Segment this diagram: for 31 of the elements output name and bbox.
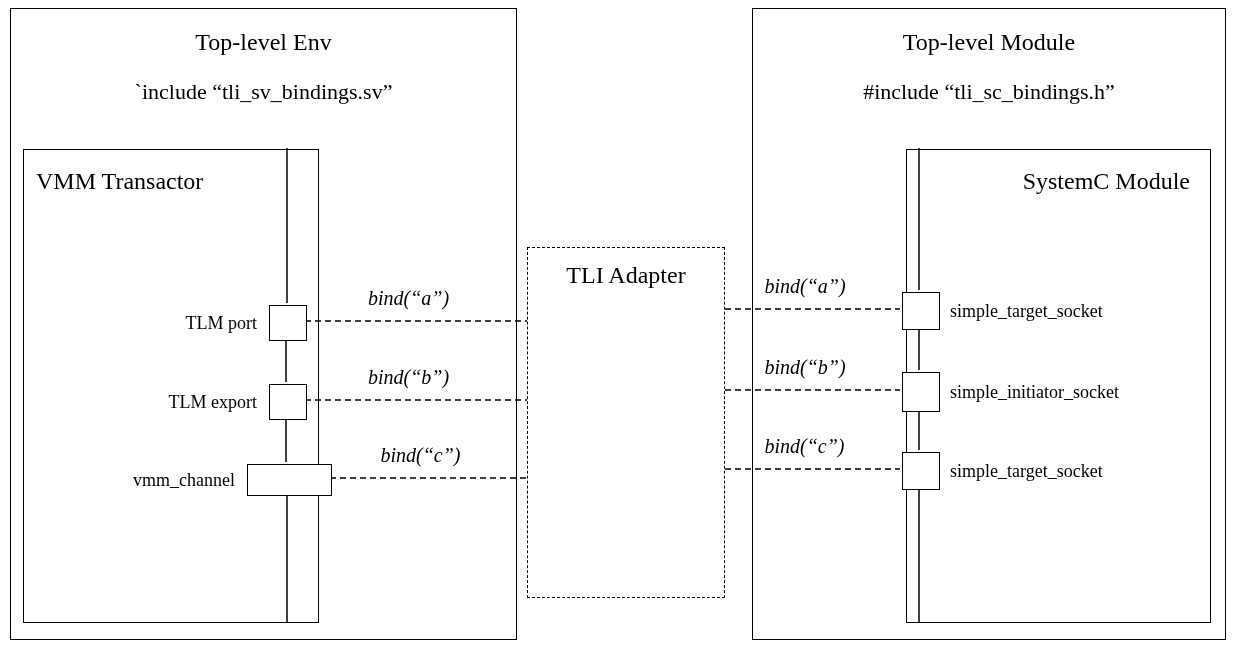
include-directive: `include “tli_sv_bindings.sv” bbox=[134, 79, 393, 105]
box-title: SystemC Module bbox=[1022, 168, 1190, 195]
binding-line bbox=[724, 389, 901, 391]
edge-label: bind(“b”) bbox=[762, 356, 848, 378]
box-title: Top-level Module bbox=[902, 29, 1076, 56]
edge-label: bind(“a”) bbox=[762, 275, 848, 297]
binding-line bbox=[724, 468, 901, 470]
port-label: simple_initiator_socket bbox=[950, 381, 1119, 403]
port-box bbox=[902, 372, 940, 412]
port-label: vmm_channel bbox=[133, 469, 235, 491]
box-title: TLI Adapter bbox=[566, 262, 686, 289]
port-label: simple_target_socket bbox=[950, 460, 1103, 482]
edge-label: bind(“b”) bbox=[366, 366, 452, 388]
environment-box bbox=[10, 8, 517, 640]
port-box bbox=[247, 464, 332, 496]
port-box bbox=[902, 292, 940, 330]
port-label: simple_target_socket bbox=[950, 300, 1103, 322]
box-title: VMM Transactor bbox=[36, 168, 204, 195]
port-box bbox=[269, 384, 307, 420]
port-label: TLM port bbox=[185, 312, 257, 334]
edge-label: bind(“c”) bbox=[378, 444, 463, 466]
include-directive: #include “tli_sc_bindings.h” bbox=[863, 79, 1115, 105]
port-box bbox=[902, 452, 940, 490]
edge-label: bind(“a”) bbox=[366, 287, 452, 309]
port-box bbox=[269, 305, 307, 341]
module-box bbox=[752, 8, 1226, 640]
box-title: Top-level Env bbox=[195, 29, 332, 56]
adapter-box bbox=[527, 247, 725, 598]
port-label: TLM export bbox=[168, 391, 257, 413]
edge-label: bind(“c”) bbox=[762, 435, 847, 457]
binding-line bbox=[724, 308, 901, 310]
